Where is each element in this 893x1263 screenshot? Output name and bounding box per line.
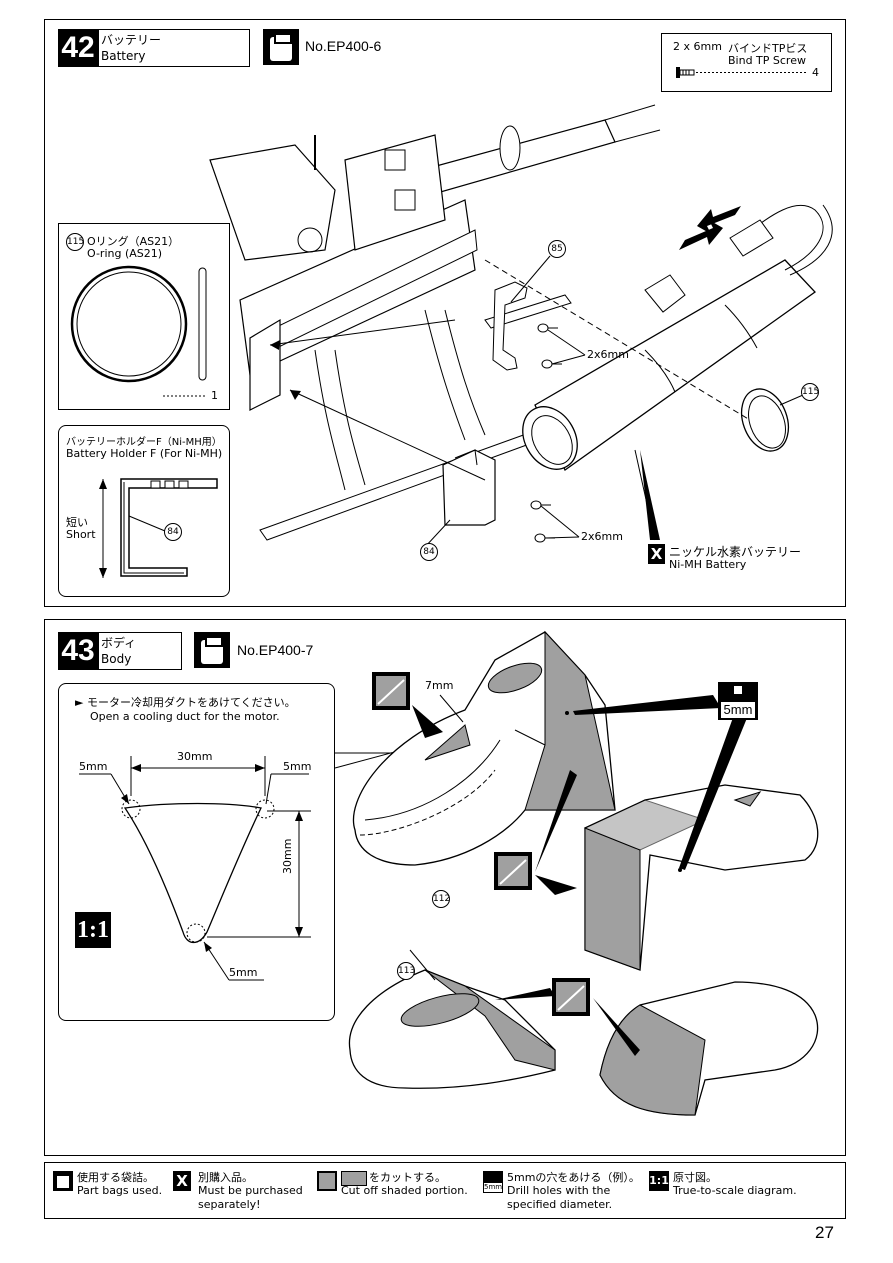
cut-icon bbox=[317, 1171, 337, 1191]
legend-x-en: Must be purchased separately! bbox=[198, 1184, 303, 1211]
screw-callout-upper: 2x6mm bbox=[587, 348, 629, 361]
dim-top: 30mm bbox=[177, 750, 213, 763]
hole-7mm: 7mm bbox=[425, 679, 454, 692]
step42-bag-code: No.EP400-6 bbox=[305, 38, 382, 54]
legend-bag-jp: 使用する袋詰。 bbox=[77, 1171, 154, 1184]
duct-template-box: ► モーター冷却用ダクトをあけてください。 Open a cooling duc… bbox=[58, 683, 335, 1021]
duct-instruction-en: Open a cooling duct for the motor. bbox=[90, 710, 280, 723]
oring-qty: 1 bbox=[211, 389, 218, 402]
duct-instruction-jp: ► モーター冷却用ダクトをあけてください。 bbox=[75, 696, 296, 709]
cut-icon bbox=[494, 852, 532, 890]
dim-radius-right: 5mm bbox=[283, 760, 312, 773]
holder-label-en: Battery Holder F (For Ni-MH) bbox=[66, 447, 223, 460]
step42-title-en: Battery bbox=[101, 49, 146, 63]
bag-icon bbox=[194, 632, 230, 668]
holder-label-jp: バッテリーホルダーF（Ni-MH用） bbox=[66, 437, 222, 448]
holder-box: バッテリーホルダーF（Ni-MH用） Battery Holder F (For… bbox=[58, 425, 230, 597]
dim-radius-bottom: 5mm bbox=[229, 966, 258, 979]
bag-icon bbox=[53, 1171, 73, 1191]
screw-qty: 4 bbox=[812, 66, 819, 79]
dim-radius-left: 5mm bbox=[79, 760, 108, 773]
screw-callout-lower: 2x6mm bbox=[581, 530, 623, 543]
x-icon: X bbox=[648, 544, 665, 564]
oring-label-en: O-ring (AS21) bbox=[87, 247, 163, 260]
oring-label-jp: Oリング（AS21） bbox=[87, 235, 180, 248]
callout-84: 84 bbox=[420, 543, 438, 561]
scale-icon: 1:1 bbox=[649, 1171, 669, 1191]
legend-x-jp: 別購入品。 bbox=[198, 1171, 253, 1184]
duct-template-drawing bbox=[79, 756, 311, 981]
scale-icon: 1:1 bbox=[75, 912, 111, 948]
x-icon: X bbox=[173, 1171, 191, 1191]
oring-box: 115 Oリング（AS21） O-ring (AS21) 1 bbox=[58, 223, 230, 410]
callout-115: 115 bbox=[801, 383, 819, 401]
legend-scale-jp: 原寸図。 bbox=[673, 1171, 717, 1184]
screw-spec-box: 2 x 6mm バインドTPビス Bind TP Screw 4 bbox=[661, 33, 832, 92]
screw-size: 2 x 6mm bbox=[673, 40, 722, 53]
step42-title-box: バッテリー Battery bbox=[98, 29, 250, 67]
page-number: 27 bbox=[815, 1223, 834, 1242]
step42-panel: 42 バッテリー Battery No.EP400-6 2 x 6mm バインド… bbox=[44, 19, 846, 607]
legend-scale-en: True-to-scale diagram. bbox=[673, 1184, 797, 1197]
legend-cut-jp: をカットする。 bbox=[369, 1171, 446, 1184]
step43-title-en: Body bbox=[101, 652, 132, 666]
drill-icon: 5mm bbox=[718, 682, 758, 720]
legend-drill-icon-label: 5mm bbox=[484, 1183, 503, 1192]
legend-drill-jp: 5mmの穴をあける（例）。 bbox=[507, 1171, 640, 1184]
oring-drawing bbox=[70, 265, 207, 397]
holder-short-en: Short bbox=[66, 528, 96, 541]
legend-panel: 使用する袋詰。 Part bags used. X 別購入品。 Must be … bbox=[44, 1162, 846, 1219]
step43-bag-code: No.EP400-7 bbox=[237, 642, 314, 658]
step43-title-jp: ボディ bbox=[101, 636, 137, 650]
step43-title-box: ボディ Body bbox=[98, 632, 182, 670]
screw-icon bbox=[676, 67, 808, 78]
legend-cut-en: Cut off shaded portion. bbox=[341, 1184, 468, 1197]
canopy-drawing bbox=[334, 630, 819, 1116]
oring-num: 115 bbox=[66, 233, 84, 251]
drill-icon-label: 5mm bbox=[721, 702, 755, 718]
shade-swatch bbox=[341, 1171, 367, 1186]
step42-title-jp: バッテリー bbox=[101, 33, 162, 47]
step43-panel: 43 ボディ Body No.EP400-7 ► モーター冷却用ダクトをあけてく… bbox=[44, 619, 846, 1156]
legend-drill-en: Drill holes with the specified diameter. bbox=[507, 1184, 613, 1211]
battery-label-en: Ni-MH Battery bbox=[669, 558, 747, 571]
battery-label-jp: ニッケル水素バッテリー bbox=[669, 545, 802, 559]
legend-bag-en: Part bags used. bbox=[77, 1184, 163, 1197]
screw-name-en: Bind TP Screw bbox=[728, 54, 806, 67]
holder-short-jp: 短い bbox=[66, 516, 88, 529]
callout-85: 85 bbox=[548, 240, 566, 258]
part-113: 113 bbox=[397, 962, 415, 980]
screw-name-jp: バインドTPビス bbox=[728, 42, 808, 55]
part-112: 112 bbox=[432, 890, 450, 908]
cut-icon bbox=[552, 978, 590, 1016]
step42-number: 42 bbox=[58, 29, 98, 67]
holder-drawing bbox=[99, 478, 218, 578]
step43-number: 43 bbox=[58, 632, 98, 670]
bag-icon bbox=[263, 29, 299, 65]
helicopter-frame-drawing bbox=[209, 104, 833, 548]
drill-icon: 5mm bbox=[483, 1171, 503, 1193]
cut-icon bbox=[372, 672, 410, 710]
holder-num: 84 bbox=[164, 523, 182, 541]
